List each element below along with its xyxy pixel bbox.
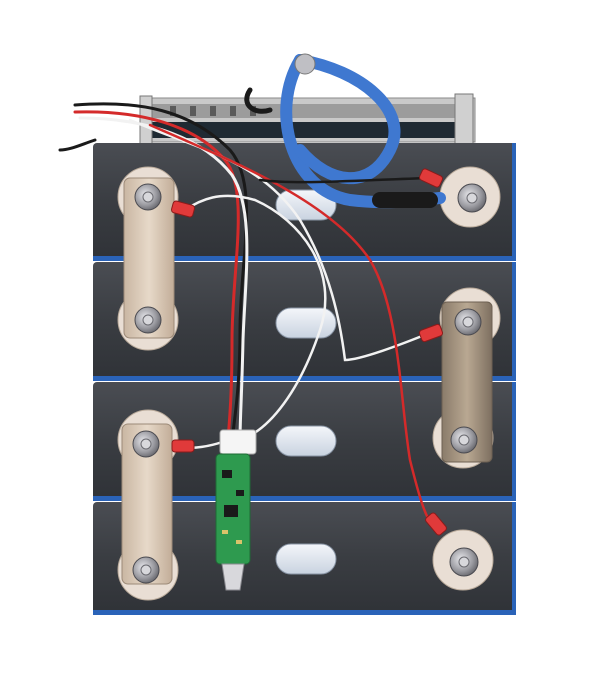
busbar-right-middle (441, 301, 493, 463)
main-power-cable (244, 53, 446, 209)
crimp-terminals (170, 168, 447, 536)
terminal-nuts (132, 183, 487, 584)
busbar-left-lower (121, 423, 173, 585)
busbar-left-upper (123, 177, 175, 339)
balancer-module (215, 429, 257, 591)
balance-wires (58, 102, 434, 527)
